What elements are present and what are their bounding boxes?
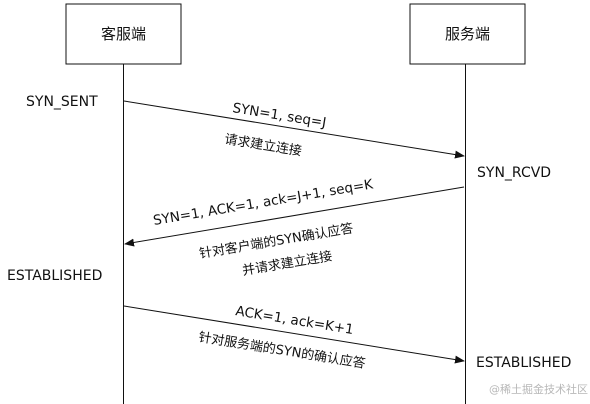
client-box [65, 3, 182, 65]
ack-segment-label: ACK=1, ack=K+1 [234, 303, 354, 338]
server-state-established: ESTABLISHED [476, 355, 571, 371]
client-state-syn-sent: SYN_SENT [26, 94, 98, 110]
server-box-label: 服务端 [445, 25, 490, 43]
server-box [409, 3, 526, 65]
syn-ack-arrow [124, 186, 465, 247]
syn-arrow [123, 100, 465, 159]
server-state-syn-rcvd: SYN_RCVD [477, 165, 551, 181]
syn-note-label: 请求建立连接 [223, 131, 303, 159]
ack-arrow [123, 305, 465, 364]
client-box-label: 客服端 [101, 25, 146, 43]
client-state-established: ESTABLISHED [7, 268, 102, 284]
watermark-text: @稀土掘金技术社区 [489, 382, 588, 396]
